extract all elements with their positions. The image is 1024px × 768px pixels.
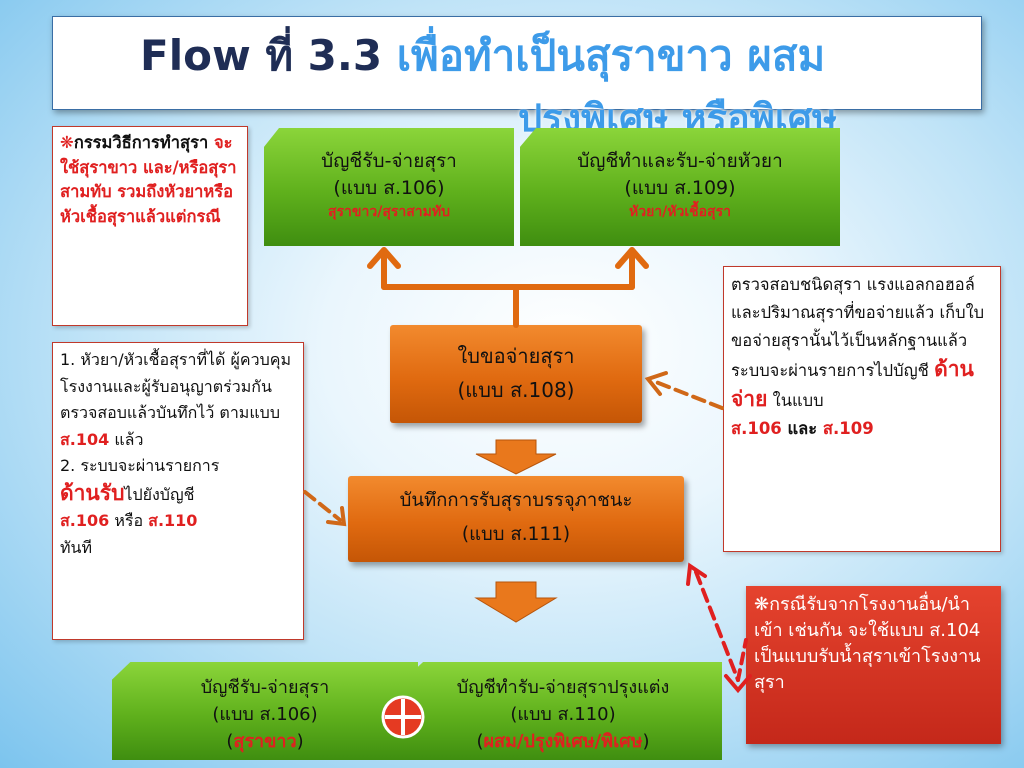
account-s109-sub: หัวยา/หัวเชื้อสุรา	[629, 204, 731, 220]
account-s109-form: (แบบ ส.109)	[624, 177, 736, 199]
paren-open: (	[476, 731, 484, 752]
account-s110-sub: (ผสม/ปรุงพิเศษ/พิเศษ)	[404, 728, 722, 755]
account-s106-sub: สุราขาว/สุราสามทับ	[327, 204, 450, 220]
request-s108-form: (แบบ ส.108)	[457, 378, 575, 402]
asterisk-icon: ❋	[60, 133, 74, 152]
paren-close: )	[642, 731, 650, 752]
form-s110-ref: ส.110	[148, 511, 198, 530]
account-s110-title: บัญชีทำรับ-จ่ายสุราปรุงแต่ง	[456, 677, 670, 698]
account-s109-title: บัญชีทำและรับ-จ่ายหัวยา	[577, 150, 783, 172]
note-receive-steps: 1. หัวยา/หัวเชื้อสุราที่ได้ ผู้ควบคุมโรง…	[52, 342, 304, 640]
branch-arrows	[367, 247, 649, 328]
account-s110-form: (แบบ ส.110)	[510, 704, 616, 725]
external-receive-text: กรณีรับจากโรงงานอื่น/นำเข้า เช่นกัน จะใช…	[754, 594, 981, 693]
form-s106-pay-ref: ส.106	[731, 419, 782, 438]
request-s108-title: ใบขอจ่ายสุรา	[457, 344, 575, 368]
title-thai-part: เพื่อทำเป็นสุราขาว ผสม	[396, 31, 826, 80]
receive-side-label: ด้านรับ	[60, 480, 125, 505]
paren-close: )	[296, 731, 304, 752]
note-external-receive: ❋กรณีรับจากโรงงานอื่น/นำเข้า เช่นกัน จะใ…	[746, 586, 1001, 744]
note-process-method: ❋กรรมวิธีการทำสุรา จะใช้สุราขาว และ/หรือ…	[52, 126, 248, 326]
paren-open: (	[226, 731, 234, 752]
request-s108-box: ใบขอจ่ายสุรา (แบบ ส.108)	[390, 325, 642, 423]
step1-text: 1. หัวยา/หัวเชื้อสุราที่ได้ ผู้ควบคุมโรง…	[60, 350, 291, 422]
account-s106-bottom-sub: (สุราขาว)	[112, 728, 418, 755]
step2-immediately: ทันที	[60, 537, 93, 557]
dashed-arrow-inspection	[644, 371, 724, 410]
and-text: และ	[781, 419, 823, 438]
record-s111-box: บันทึกการรับสุราบรรจุภาชนะ (แบบ ส.111)	[348, 476, 684, 562]
pay-side-label: ด้านจ่าย	[731, 357, 974, 411]
inspection-form-text: ในแบบ	[767, 391, 824, 410]
account-s109-box: บัญชีทำและรับ-จ่ายหัวยา (แบบ ส.109) หัวย…	[520, 128, 840, 246]
page-title: Flow ที่ 3.3 เพื่อทำเป็นสุราขาว ผสม	[140, 26, 980, 86]
inspection-text: ตรวจสอบชนิดสุรา แรงแอลกอฮอล์ และปริมาณสุ…	[731, 275, 985, 380]
record-s111-title: บันทึกการรับสุราบรรจุภาชนะ	[399, 490, 633, 511]
white-liquor-label: สุราขาว	[233, 731, 297, 752]
asterisk-icon: ❋	[754, 594, 770, 615]
form-s104-ref: ส.104	[60, 429, 110, 449]
record-s111-form: (แบบ ส.111)	[461, 524, 571, 545]
title-box	[52, 16, 982, 110]
step1-tail: แล้ว	[109, 429, 144, 449]
account-s106-bottom-form: (แบบ ส.106)	[212, 704, 318, 725]
note-inspection: ตรวจสอบชนิดสุรา แรงแอลกอฮอล์ และปริมาณสุ…	[723, 266, 1001, 552]
account-s106-form: (แบบ ส.106)	[333, 177, 445, 199]
note-process-lead: กรรมวิธีการทำสุรา	[73, 133, 214, 152]
form-s106-ref: ส.106	[60, 511, 110, 530]
note-process-red: จะใช้สุราขาว และ/หรือสุราสามทับ รวมถึงหั…	[60, 133, 237, 226]
mixed-liquor-label: ผสม/ปรุงพิเศษ/พิเศษ	[483, 731, 643, 752]
step2-text: 2. ระบบจะผ่านรายการ	[60, 456, 220, 475]
account-s106-title: บัญชีรับ-จ่ายสุรา	[321, 150, 457, 172]
dashed-arrow-receive	[303, 490, 347, 527]
account-s106-box: บัญชีรับ-จ่ายสุรา (แบบ ส.106) สุราขาว/สุ…	[264, 128, 514, 246]
title-flow-label: Flow ที่ 3.3	[140, 31, 397, 80]
form-s109-pay-ref: ส.109	[822, 419, 874, 438]
account-s110-box: บัญชีทำรับ-จ่ายสุราปรุงแต่ง (แบบ ส.110) …	[404, 662, 722, 760]
down-arrow-icon	[475, 439, 557, 475]
step2-to-account: ไปยังบัญชี	[124, 484, 195, 504]
account-s106-bottom-box: บัญชีรับ-จ่ายสุรา (แบบ ส.106) (สุราขาว)	[112, 662, 418, 760]
down-arrow-icon	[474, 581, 558, 623]
step2-or: หรือ	[109, 511, 149, 530]
account-s106-bottom-title: บัญชีรับ-จ่ายสุรา	[200, 677, 330, 698]
